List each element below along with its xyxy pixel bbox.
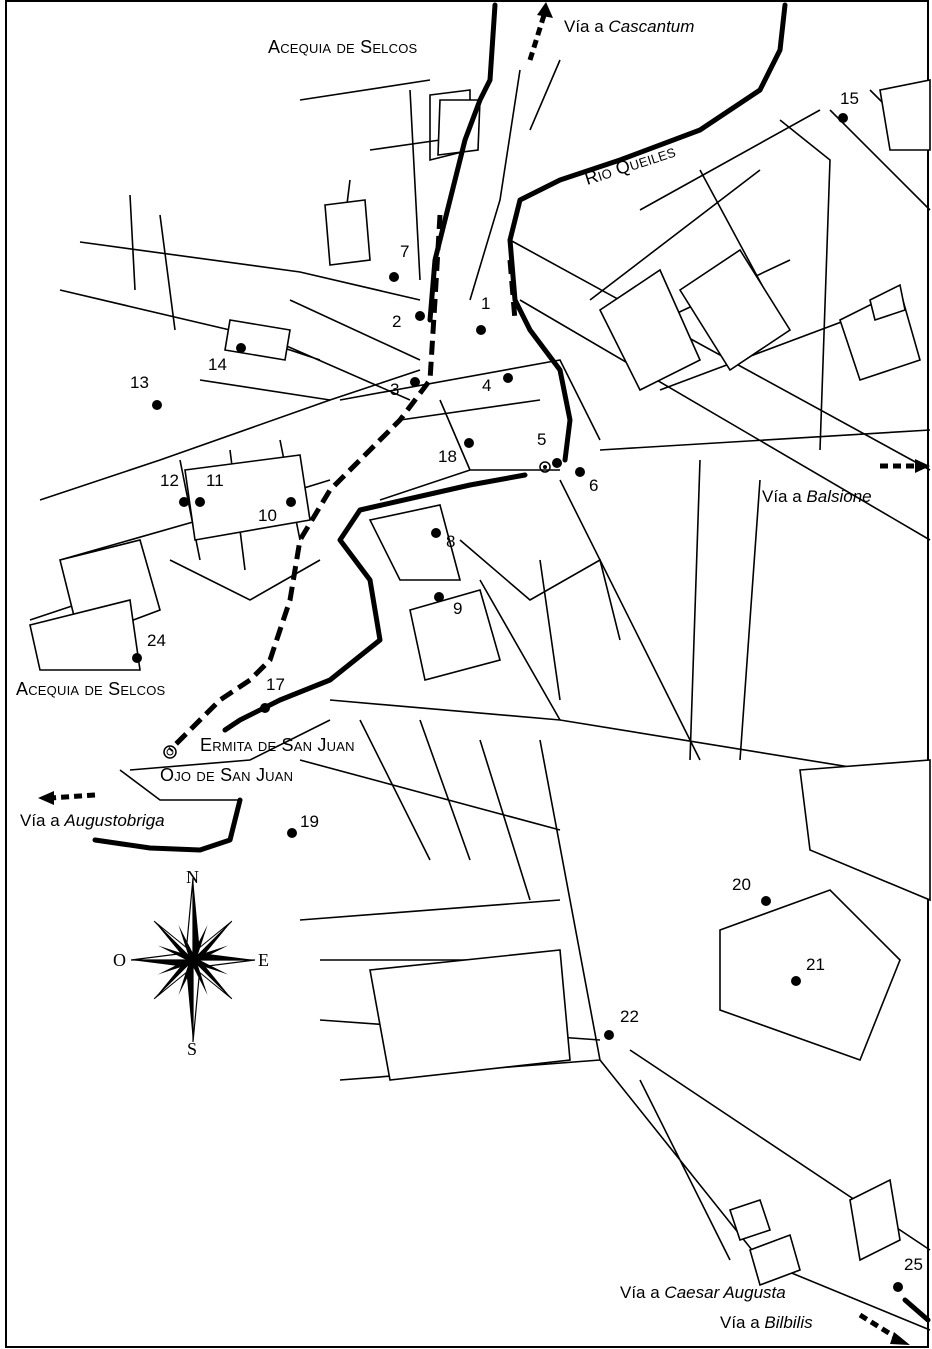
poi-label-12: 12 [160,471,179,490]
ojo-label: Ojo de San Juan [160,765,294,785]
poi-label-18: 18 [438,447,457,466]
via-name: Bilbilis [764,1313,813,1332]
compass-rose-icon [130,877,256,1043]
via-augustobriga-label: Vía a Augustobriga [20,812,165,829]
poi-label-1: 1 [481,294,491,313]
poi-label-6: 6 [589,476,599,495]
compass-north-label: N [186,867,199,887]
via-name: Augustobriga [64,811,165,830]
via-prefix: Vía a [620,1283,665,1302]
poi-dot-4 [503,373,513,383]
route-arrows [38,2,931,1345]
poi-label-22: 22 [620,1007,639,1026]
poi-dot-24 [132,653,142,663]
poi-dot-19 [287,828,297,838]
poi-label-24: 24 [147,631,166,650]
poi-dot-20 [761,896,771,906]
poi-dot-17 [260,703,270,713]
acequia-label-north: Acequia de Selcos [268,37,418,57]
acequia-label-south: Acequia de Selcos [16,679,166,699]
poi-dot-5 [552,458,562,468]
poi-dot-1 [476,325,486,335]
poi-dot-11 [195,497,205,507]
compass-south-label: S [187,1039,198,1059]
poi-label-8: 8 [446,532,456,551]
poi-dots [132,113,903,1292]
poi-label-2: 2 [392,312,402,331]
poi-dot-10 [286,497,296,507]
poi-label-15: 15 [840,89,859,108]
via-caesar-label: Vía a Caesar Augusta [620,1284,786,1301]
poi-dot-12 [179,497,189,507]
poi-dot-21 [791,976,801,986]
via-bilbilis-label: Vía a Bilbilis [720,1314,813,1331]
rio-queiles-line [92,2,788,853]
via-name: Caesar Augusta [664,1283,786,1302]
poi-dot-8 [431,528,441,538]
poi-dot-3 [410,377,420,387]
via-balsione-label: Vía a Balsione [762,488,872,505]
via-prefix: Vía a [564,17,609,36]
poi-dot-18 [464,438,474,448]
street-network [29,59,931,1331]
poi-label-21: 21 [806,955,825,974]
via-prefix: Vía a [720,1313,765,1332]
ermita-label: Ermita de San Juan [200,735,355,755]
poi-dot-7 [389,272,399,282]
poi-label-4: 4 [482,376,492,395]
poi-dot-25 [893,1282,903,1292]
compass-east-label: E [258,950,269,970]
poi-label-20: 20 [732,875,751,894]
spring-icon [539,461,551,473]
via-cascantum-label: Vía a Cascantum [564,18,694,35]
poi-label-10: 10 [258,506,277,525]
poi-label-13: 13 [130,373,149,392]
poi-label-7: 7 [400,242,410,261]
spring-icon [163,745,177,759]
via-prefix: Vía a [20,811,65,830]
via-name: Balsione [806,487,872,506]
poi-dot-9 [434,592,444,602]
poi-dot-15 [838,113,848,123]
poi-label-11: 11 [206,471,224,490]
poi-label-25: 25 [904,1255,923,1274]
via-name: Cascantum [608,17,695,36]
poi-label-19: 19 [300,812,319,831]
poi-dot-14 [236,343,246,353]
poi-dot-13 [152,400,162,410]
acequia-line [168,214,518,752]
poi-label-17: 17 [266,675,285,694]
map-frame [5,0,929,1348]
poi-label-5: 5 [537,430,547,449]
poi-label-9: 9 [453,599,463,618]
compass-west-label: O [113,950,126,970]
poi-label-3: 3 [390,380,400,399]
poi-dot-22 [604,1030,614,1040]
poi-label-14: 14 [208,355,227,374]
via-prefix: Vía a [762,487,807,506]
poi-dot-2 [415,311,425,321]
poi-dot-6 [575,467,585,477]
